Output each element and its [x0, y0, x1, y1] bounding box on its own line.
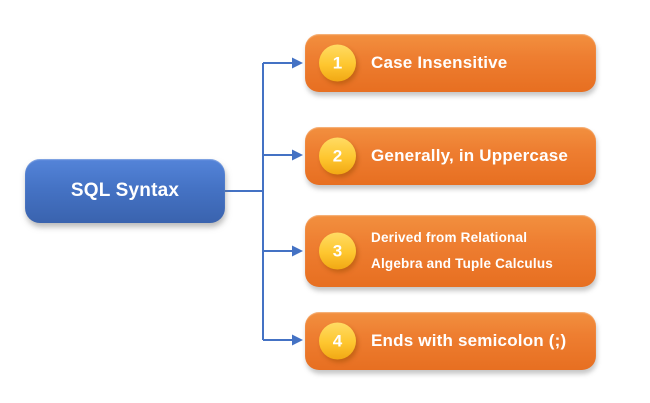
badge-number: 1: [332, 53, 343, 72]
feature-label: Case Insensitive: [371, 53, 508, 72]
number-badge-4: 4: [319, 322, 356, 360]
feature-node-case-insensitive: 1 Case Insensitive: [305, 34, 596, 92]
feature-node-relational-algebra: 3 Derived from Relational Algebra and Tu…: [305, 215, 596, 287]
feature-label: Generally, in Uppercase: [371, 146, 569, 165]
badge-number: 3: [332, 241, 343, 260]
arrowhead-icon-1: [292, 57, 303, 69]
feature-node-semicolon: 4 Ends with semicolon (;): [305, 312, 596, 370]
number-badge-3: 3: [319, 232, 356, 270]
badge-number: 4: [332, 331, 343, 350]
feature-label: Ends with semicolon (;): [371, 331, 567, 350]
arrowhead-icon-2: [292, 149, 303, 161]
arrowhead-icon-3: [292, 245, 303, 257]
badge-number: 2: [332, 146, 343, 165]
root-node-sql-syntax: SQL Syntax: [25, 159, 225, 223]
feature-label: Derived from Relational Algebra and Tupl…: [371, 230, 553, 271]
feature-node-uppercase: 2 Generally, in Uppercase: [305, 127, 596, 185]
number-badge-2: 2: [319, 137, 356, 175]
arrowhead-icon-4: [292, 334, 303, 346]
number-badge-1: 1: [319, 44, 356, 82]
root-node-label: SQL Syntax: [70, 180, 180, 201]
